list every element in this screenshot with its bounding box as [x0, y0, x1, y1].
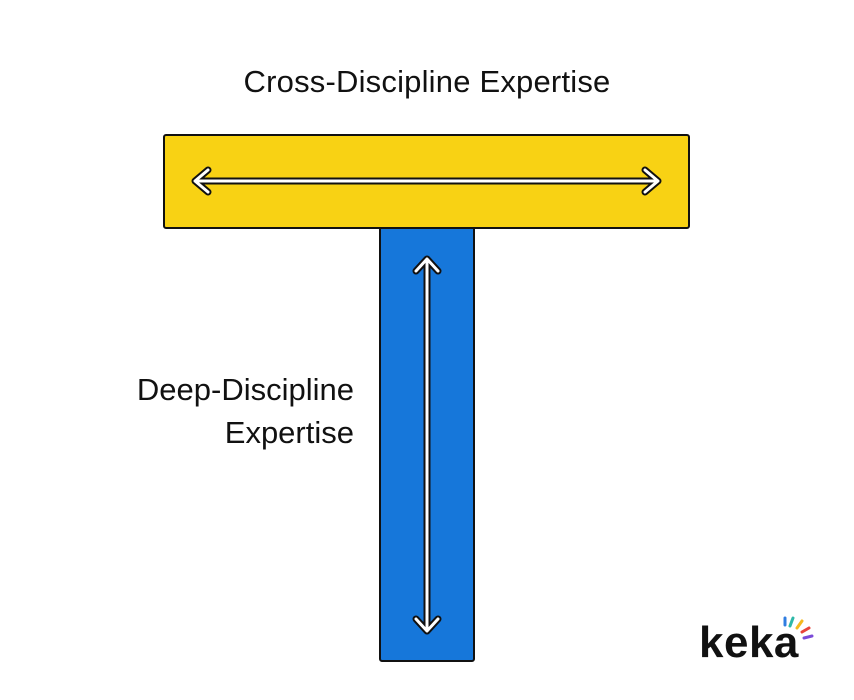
vertical-double-arrow-icon — [412, 255, 442, 635]
deep-discipline-label-line1: Deep-Discipline — [136, 372, 354, 407]
deep-discipline-label: Deep-Discipline Expertise — [14, 368, 354, 454]
keka-logo: keka — [699, 612, 829, 672]
logo-sparkle-icon — [783, 616, 814, 640]
cross-discipline-label: Cross-Discipline Expertise — [243, 64, 611, 99]
deep-discipline-label-line2: Expertise — [224, 415, 354, 450]
horizontal-double-arrow-icon — [191, 166, 662, 196]
logo-wordmark: keka — [699, 618, 799, 667]
